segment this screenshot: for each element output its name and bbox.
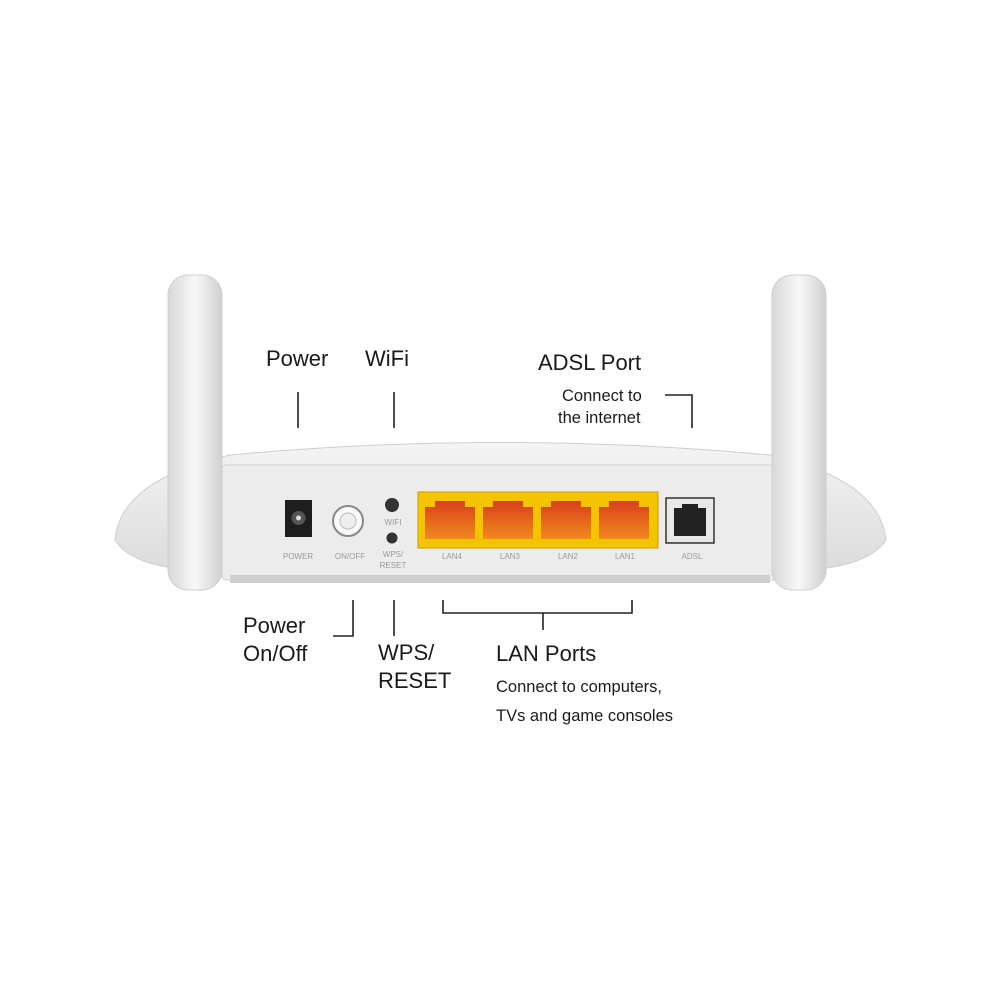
wifi-label: WiFi: [365, 346, 409, 371]
device-label-onoff: ON/OFF: [335, 552, 365, 561]
device-label-power: POWER: [283, 552, 313, 561]
lan-port-3[interactable]: [483, 501, 533, 539]
power-jack: [285, 500, 312, 537]
adsl-desc-2: the internet: [558, 409, 641, 427]
device-label-lan1: LAN1: [615, 552, 636, 561]
power-button[interactable]: [332, 505, 364, 537]
power-onoff-label-2: On/Off: [243, 641, 308, 666]
lan-port-4[interactable]: [425, 501, 475, 539]
adsl-title: ADSL Port: [538, 350, 641, 375]
adsl-desc-1: Connect to: [562, 387, 642, 405]
device-label-lan3: LAN3: [500, 552, 521, 561]
wps-label-1: WPS/: [378, 640, 435, 665]
power-label: Power: [266, 346, 328, 371]
power-onoff-label-1: Power: [243, 613, 305, 638]
left-antenna: [167, 274, 223, 591]
wifi-button[interactable]: [385, 498, 399, 512]
adsl-callout-line: [665, 394, 693, 428]
device-label-reset: RESET: [380, 561, 407, 570]
device-label-lan4: LAN4: [442, 552, 463, 561]
right-antenna: [771, 274, 827, 591]
lan-bracket: [442, 600, 633, 614]
wps-reset-button[interactable]: [386, 532, 398, 544]
lan-port-1[interactable]: [599, 501, 649, 539]
device-label-adsl: ADSL: [682, 552, 703, 561]
lan-title: LAN Ports: [496, 641, 596, 666]
wps-label-2: RESET: [378, 668, 451, 693]
onoff-callout-line: [333, 600, 354, 637]
device-label-wps: WPS/: [383, 550, 404, 559]
device-label-wifi: WIFI: [385, 518, 402, 527]
lan-desc-2: TVs and game consoles: [496, 707, 673, 725]
adsl-port[interactable]: [665, 497, 715, 544]
lan-port-2[interactable]: [541, 501, 591, 539]
device-label-lan2: LAN2: [558, 552, 579, 561]
lan-desc-1: Connect to computers,: [496, 678, 662, 696]
